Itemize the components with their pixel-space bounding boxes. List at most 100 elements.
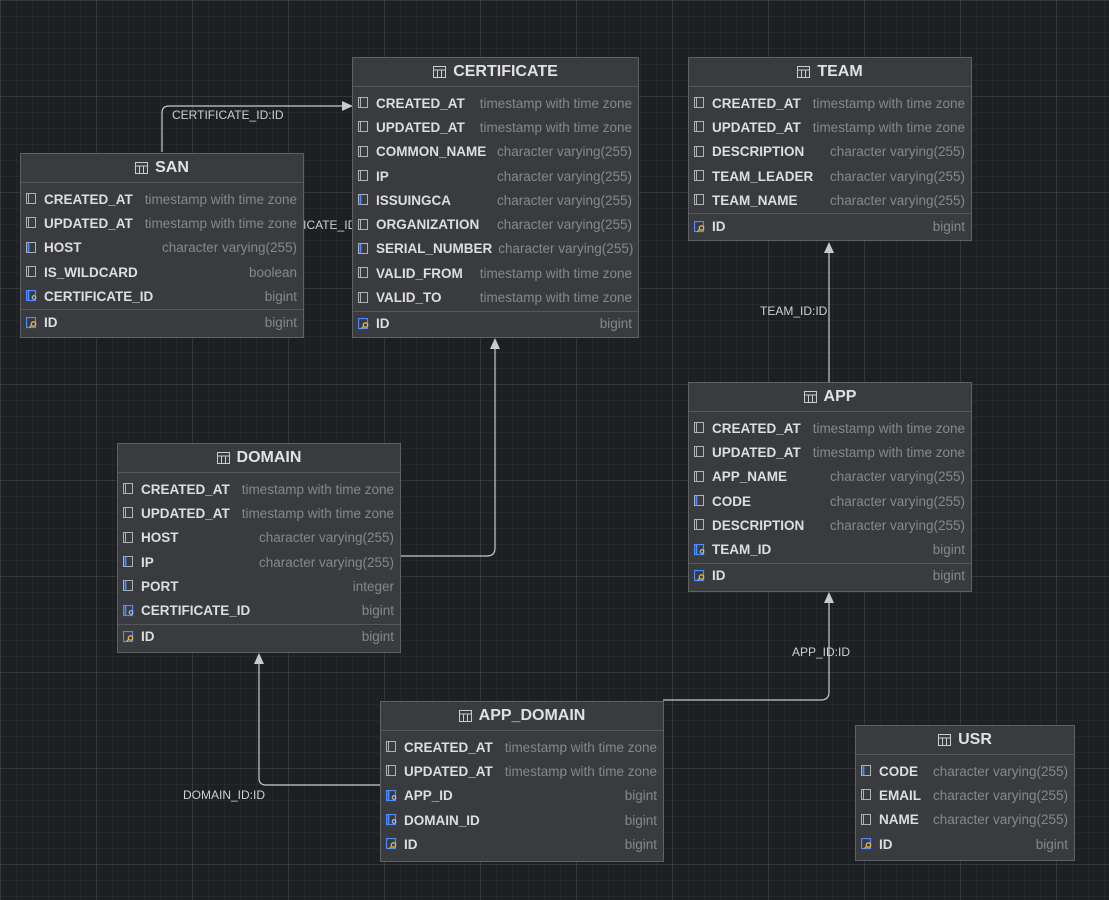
table-header[interactable]: APP [689, 383, 971, 412]
column-name: ID [712, 219, 726, 235]
column-type: timestamp with time zone [812, 444, 965, 460]
column-icon [694, 121, 704, 133]
column-name: UPDATED_AT [44, 215, 133, 231]
column-name: DESCRIPTION [712, 517, 805, 533]
column-type: timestamp with time zone [144, 191, 297, 207]
column-row[interactable]: UPDATED_AT timestamp with time zone [689, 440, 971, 464]
column-name: CODE [712, 493, 752, 509]
column-row[interactable]: CODE character varying(255) [856, 759, 1074, 783]
column-type: character varying(255) [829, 469, 965, 485]
column-name: IP [141, 554, 154, 570]
primary-key-icon [26, 316, 37, 328]
column-type: timestamp with time zone [504, 739, 657, 755]
column-icon [694, 422, 704, 434]
column-type: character varying(255) [932, 812, 1068, 828]
column-type: character varying(255) [932, 763, 1068, 779]
column-icon [26, 266, 36, 278]
relation-arrow-appdomain-domain [254, 653, 264, 664]
primary-key-icon [694, 220, 705, 232]
column-row[interactable]: IS_WILDCARD boolean [21, 260, 303, 284]
column-name: DESCRIPTION [712, 144, 805, 160]
column-icon [358, 291, 368, 303]
relation-arrow-appdomain-app [824, 592, 834, 603]
column-name: DOMAIN_ID [404, 812, 480, 828]
pk-separator [118, 623, 400, 625]
column-type: character varying(255) [258, 554, 394, 570]
column-name: ID [879, 836, 893, 852]
table-header[interactable]: APP_DOMAIN [381, 702, 663, 731]
column-name: UPDATED_AT [712, 444, 801, 460]
table-name: APP [823, 388, 857, 405]
table-header[interactable]: TEAM [689, 58, 971, 87]
pk-separator [689, 213, 971, 215]
column-type: timestamp with time zone [479, 265, 632, 281]
column-type: timestamp with time zone [812, 420, 965, 436]
column-name: CREATED_AT [44, 191, 133, 207]
table-header[interactable]: CERTIFICATE [353, 58, 638, 87]
column-type: character varying(255) [932, 787, 1068, 803]
column-name: IS_WILDCARD [44, 264, 138, 280]
column-row[interactable]: IP character varying(255) [118, 550, 400, 574]
column-row[interactable]: CREATED_AT timestamp with time zone [21, 187, 303, 211]
column-type: boolean [248, 264, 297, 280]
table-header[interactable]: DOMAIN [118, 444, 400, 473]
primary-key-icon [694, 569, 705, 582]
table-header[interactable]: USR [856, 726, 1074, 755]
foreign-key-icon [123, 604, 134, 616]
column-name: CODE [879, 763, 919, 779]
table-name: TEAM [817, 63, 863, 80]
column-type: timestamp with time zone [479, 119, 632, 135]
column-name: APP_ID [404, 788, 453, 804]
relation-line-domain-certificate [400, 348, 496, 557]
table-header[interactable]: SAN [21, 154, 303, 183]
